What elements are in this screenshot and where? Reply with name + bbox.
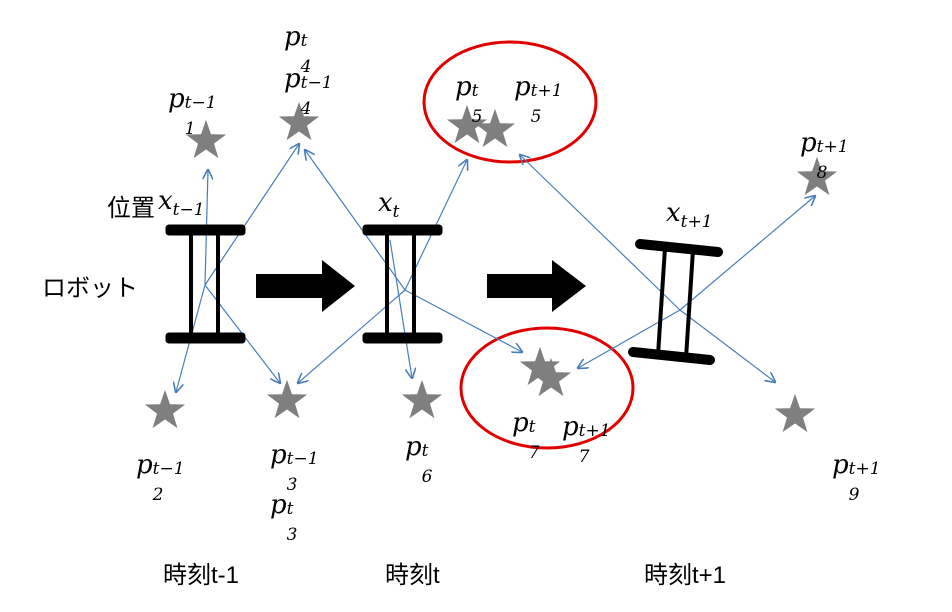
obs-x3-p8 <box>679 196 815 311</box>
label-p4-sub: 4 <box>300 99 312 119</box>
label-p4t-base: p <box>284 22 301 52</box>
label-p7n-sub: 7 <box>578 447 590 467</box>
label-p6-sup: t <box>421 441 429 461</box>
label-p3t-sup: t <box>286 499 294 519</box>
label-p4t-sup: t <box>300 31 308 51</box>
circle-bottom <box>459 326 635 450</box>
label-p7-sub: 7 <box>528 443 540 463</box>
label-p3-sub: 3 <box>286 475 298 495</box>
state-x-t+1: xt+1 <box>666 198 713 232</box>
obs-x2-p7 <box>404 289 522 352</box>
star-p3 <box>266 379 308 419</box>
time-label-t: 時刻t <box>385 562 440 589</box>
state-x-t-sub: t <box>392 202 400 223</box>
label-p2-sup: t−1 <box>152 459 185 479</box>
time-label-t-1: 時刻t-1 <box>163 562 240 589</box>
label-p9-base: p <box>832 450 849 480</box>
label-p5-sub: 5 <box>471 107 483 127</box>
label-p7n-sup: t+1 <box>578 421 611 441</box>
robot-t+1 <box>628 239 723 365</box>
label-p1-base: p <box>168 84 185 114</box>
time-label-t+1: 時刻t+1 <box>644 562 727 589</box>
label-p8-sub: 8 <box>816 163 828 183</box>
star-p9 <box>774 393 816 433</box>
label-p2-base: p <box>136 450 153 480</box>
label-p3t-sub: 3 <box>286 525 298 545</box>
obs-x3-p9 <box>679 309 775 382</box>
label-p5n-base: p <box>514 72 531 102</box>
motion-arrow-1 <box>256 260 355 312</box>
label-p4t-sub: 4 <box>300 57 312 77</box>
circle-top <box>422 40 598 164</box>
label-p5-sup: t <box>471 81 479 101</box>
state-x-t-1-base: x <box>158 186 173 216</box>
label-p5-base: p <box>455 72 472 102</box>
label-p3-sup: t−1 <box>286 449 319 469</box>
label-p7-base: p <box>512 408 529 438</box>
star-p2 <box>144 389 186 429</box>
state-x-t+1-base: x <box>666 198 681 228</box>
obs-x1-p4 <box>204 144 299 286</box>
state-x-t-1: xt−1 <box>158 186 205 220</box>
label-p4-sup: t−1 <box>300 73 333 93</box>
state-x-t-base: x <box>378 188 393 218</box>
state-x-t+1-sub: t+1 <box>680 212 713 233</box>
position-label: 位置 <box>107 195 155 222</box>
label-p4-base: p <box>284 64 301 94</box>
label-p3-base: p <box>270 440 287 470</box>
robot-label: ロボット <box>42 275 138 302</box>
label-p5n-sup: t+1 <box>530 81 563 101</box>
state-x-t: xt <box>378 188 400 222</box>
label-p8-sup: t+1 <box>816 137 849 157</box>
state-x-t-1-sub: t−1 <box>172 200 205 221</box>
label-p6-sub: 6 <box>421 467 433 487</box>
label-p7n-base: p <box>562 412 579 442</box>
label-p6-base: p <box>405 432 422 462</box>
star-p4 <box>278 101 320 141</box>
label-p5n-sub: 5 <box>530 107 542 127</box>
label-p1-sup: t−1 <box>184 93 217 113</box>
label-p9-sub: 9 <box>848 485 860 505</box>
robot-t-1 <box>165 224 246 344</box>
label-p2-sub: 2 <box>152 485 164 505</box>
label-p3t-base: p <box>270 490 287 520</box>
label-p9-sup: t+1 <box>848 459 881 479</box>
obs-x3-p5 <box>520 155 681 311</box>
observation-lines <box>176 144 815 392</box>
robot-t <box>362 224 443 344</box>
obs-x2-p6 <box>389 239 412 378</box>
obs-x3-p7 <box>578 309 681 368</box>
motion-arrow-2 <box>487 260 586 312</box>
label-p8-base: p <box>800 128 817 158</box>
label-p1-sub: 1 <box>184 119 196 139</box>
star-p6 <box>401 379 443 419</box>
label-p7-sup: t <box>528 417 536 437</box>
